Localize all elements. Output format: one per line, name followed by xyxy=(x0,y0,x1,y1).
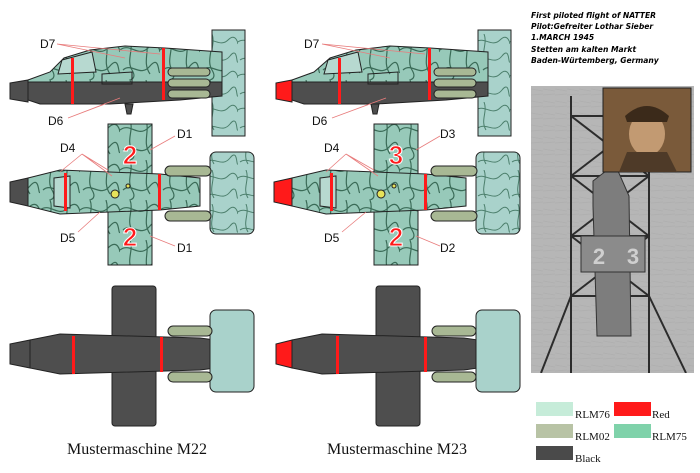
m22-label-d5: D5 xyxy=(60,231,76,245)
m23-side-rockets xyxy=(433,67,477,99)
photo-number-3: 3 xyxy=(627,244,639,269)
m22-wing-number-lower: 2 xyxy=(123,222,137,252)
info-line-3: 1.MARCH 1945 xyxy=(531,33,595,43)
info-line-1: First piloted flight of NATTER xyxy=(531,11,656,20)
m22-side-lower-fin xyxy=(124,103,134,115)
m23-side-fuselage-upper xyxy=(291,45,489,83)
m23-label-d3: D3 xyxy=(440,127,456,141)
m22-side-red-band-rear xyxy=(162,48,165,100)
legend-swatch-rlm76 xyxy=(536,402,573,416)
m22-under-fuselage xyxy=(29,333,216,375)
m22-under-wing-lower xyxy=(111,365,157,427)
m22-top-canopy xyxy=(53,175,71,209)
legend-label-red: Red xyxy=(652,409,670,421)
m22-under-tail xyxy=(209,309,255,393)
flight-info: First piloted flight of NATTER Pilot:Gef… xyxy=(531,10,697,66)
m22-side-fuselage-upper xyxy=(27,45,223,83)
m23-underside-view xyxy=(275,285,521,427)
m22-under-nose xyxy=(9,339,31,369)
info-line-5: Baden-Würtemberg, Germany xyxy=(531,55,659,65)
m23-side-canopy xyxy=(323,51,363,75)
m22-side-rockets xyxy=(167,67,211,99)
m23-top-view: 3 2 xyxy=(273,123,521,266)
legend-swatch-black xyxy=(536,446,573,460)
historical-photo: 2 3 xyxy=(531,86,694,373)
legend-swatch-rlm75 xyxy=(614,424,651,438)
legend-label-black: Black xyxy=(575,453,601,465)
m22-side-red-band-front xyxy=(71,58,74,104)
m22-top-tail xyxy=(209,151,255,235)
legend-swatch-red xyxy=(614,402,651,416)
legend-label-rlm75: RLM75 xyxy=(652,431,687,443)
m22-label-d6: D6 xyxy=(48,114,64,128)
m22-side-nose xyxy=(9,79,29,103)
m23-wing-number-lower: 2 xyxy=(389,222,403,252)
m22-label-d7: D7 xyxy=(40,37,56,51)
m22-wing-number-upper: 2 xyxy=(123,140,137,170)
m22-top-wing-lower xyxy=(107,208,153,266)
m23-side-nose xyxy=(275,79,293,103)
m23-wing-number-upper: 3 xyxy=(389,140,403,170)
m22-side-wing xyxy=(101,71,133,85)
info-line-2: Pilot:Gefreiter Lothar Sieber xyxy=(531,22,654,32)
m22-underside-view xyxy=(9,285,255,427)
m23-label-d6: D6 xyxy=(312,114,328,128)
m22-label-d1-bottom: D1 xyxy=(177,241,193,255)
m22-top-nose xyxy=(9,177,29,207)
m22-label-d1-top: D1 xyxy=(177,127,193,141)
m23-label-d4: D4 xyxy=(324,141,340,155)
m23-label-d7: D7 xyxy=(304,37,320,51)
m23-label-d5: D5 xyxy=(324,231,340,245)
legend-label-rlm02: RLM02 xyxy=(575,431,610,443)
m22-label-d4: D4 xyxy=(60,141,76,155)
legend-swatch-rlm02 xyxy=(536,424,573,438)
m22-side-view xyxy=(9,29,246,137)
pilot-portrait xyxy=(602,87,692,173)
m23-label-d2: D2 xyxy=(440,241,456,255)
caption-m23: Mustermaschine M23 xyxy=(327,441,467,458)
m22-side-canopy xyxy=(57,51,97,75)
photo-number-2: 2 xyxy=(593,244,605,269)
caption-m22: Mustermaschine M22 xyxy=(67,441,207,458)
m22-top-view: 2 2 xyxy=(9,123,255,266)
m23-side-view xyxy=(275,29,512,137)
legend-label-rlm76: RLM76 xyxy=(575,409,610,421)
m22-top-rockets xyxy=(164,165,212,222)
info-line-4: Stetten am kalten Markt xyxy=(531,44,637,54)
